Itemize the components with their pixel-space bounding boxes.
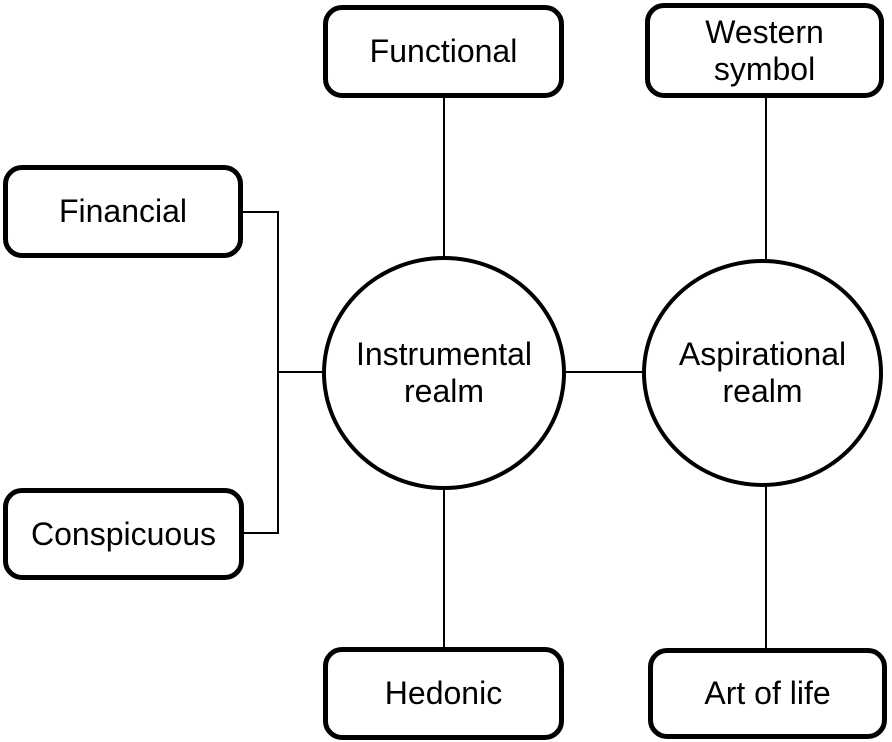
edge-financial-conspicuous-bracket: [240, 211, 279, 534]
node-financial: Financial: [3, 165, 243, 258]
node-functional: Functional: [323, 5, 564, 98]
node-aspirational-realm-label: Aspirational realm: [678, 336, 847, 409]
node-instrumental-realm-label: Instrumental realm: [355, 336, 533, 409]
node-art-of-life-label: Art of life: [704, 675, 831, 712]
node-functional-label: Functional: [369, 33, 518, 70]
node-conspicuous: Conspicuous: [3, 488, 244, 580]
node-conspicuous-label: Conspicuous: [31, 515, 216, 552]
node-financial-label: Financial: [58, 193, 188, 230]
node-western-symbol: Western symbol: [645, 3, 884, 98]
node-aspirational-realm: Aspirational realm: [642, 259, 883, 487]
node-hedonic-label: Hedonic: [384, 675, 503, 712]
node-instrumental-realm: Instrumental realm: [322, 256, 566, 490]
node-art-of-life: Art of life: [648, 648, 887, 739]
node-western-symbol-label: Western symbol: [705, 13, 824, 87]
node-hedonic: Hedonic: [323, 647, 564, 740]
